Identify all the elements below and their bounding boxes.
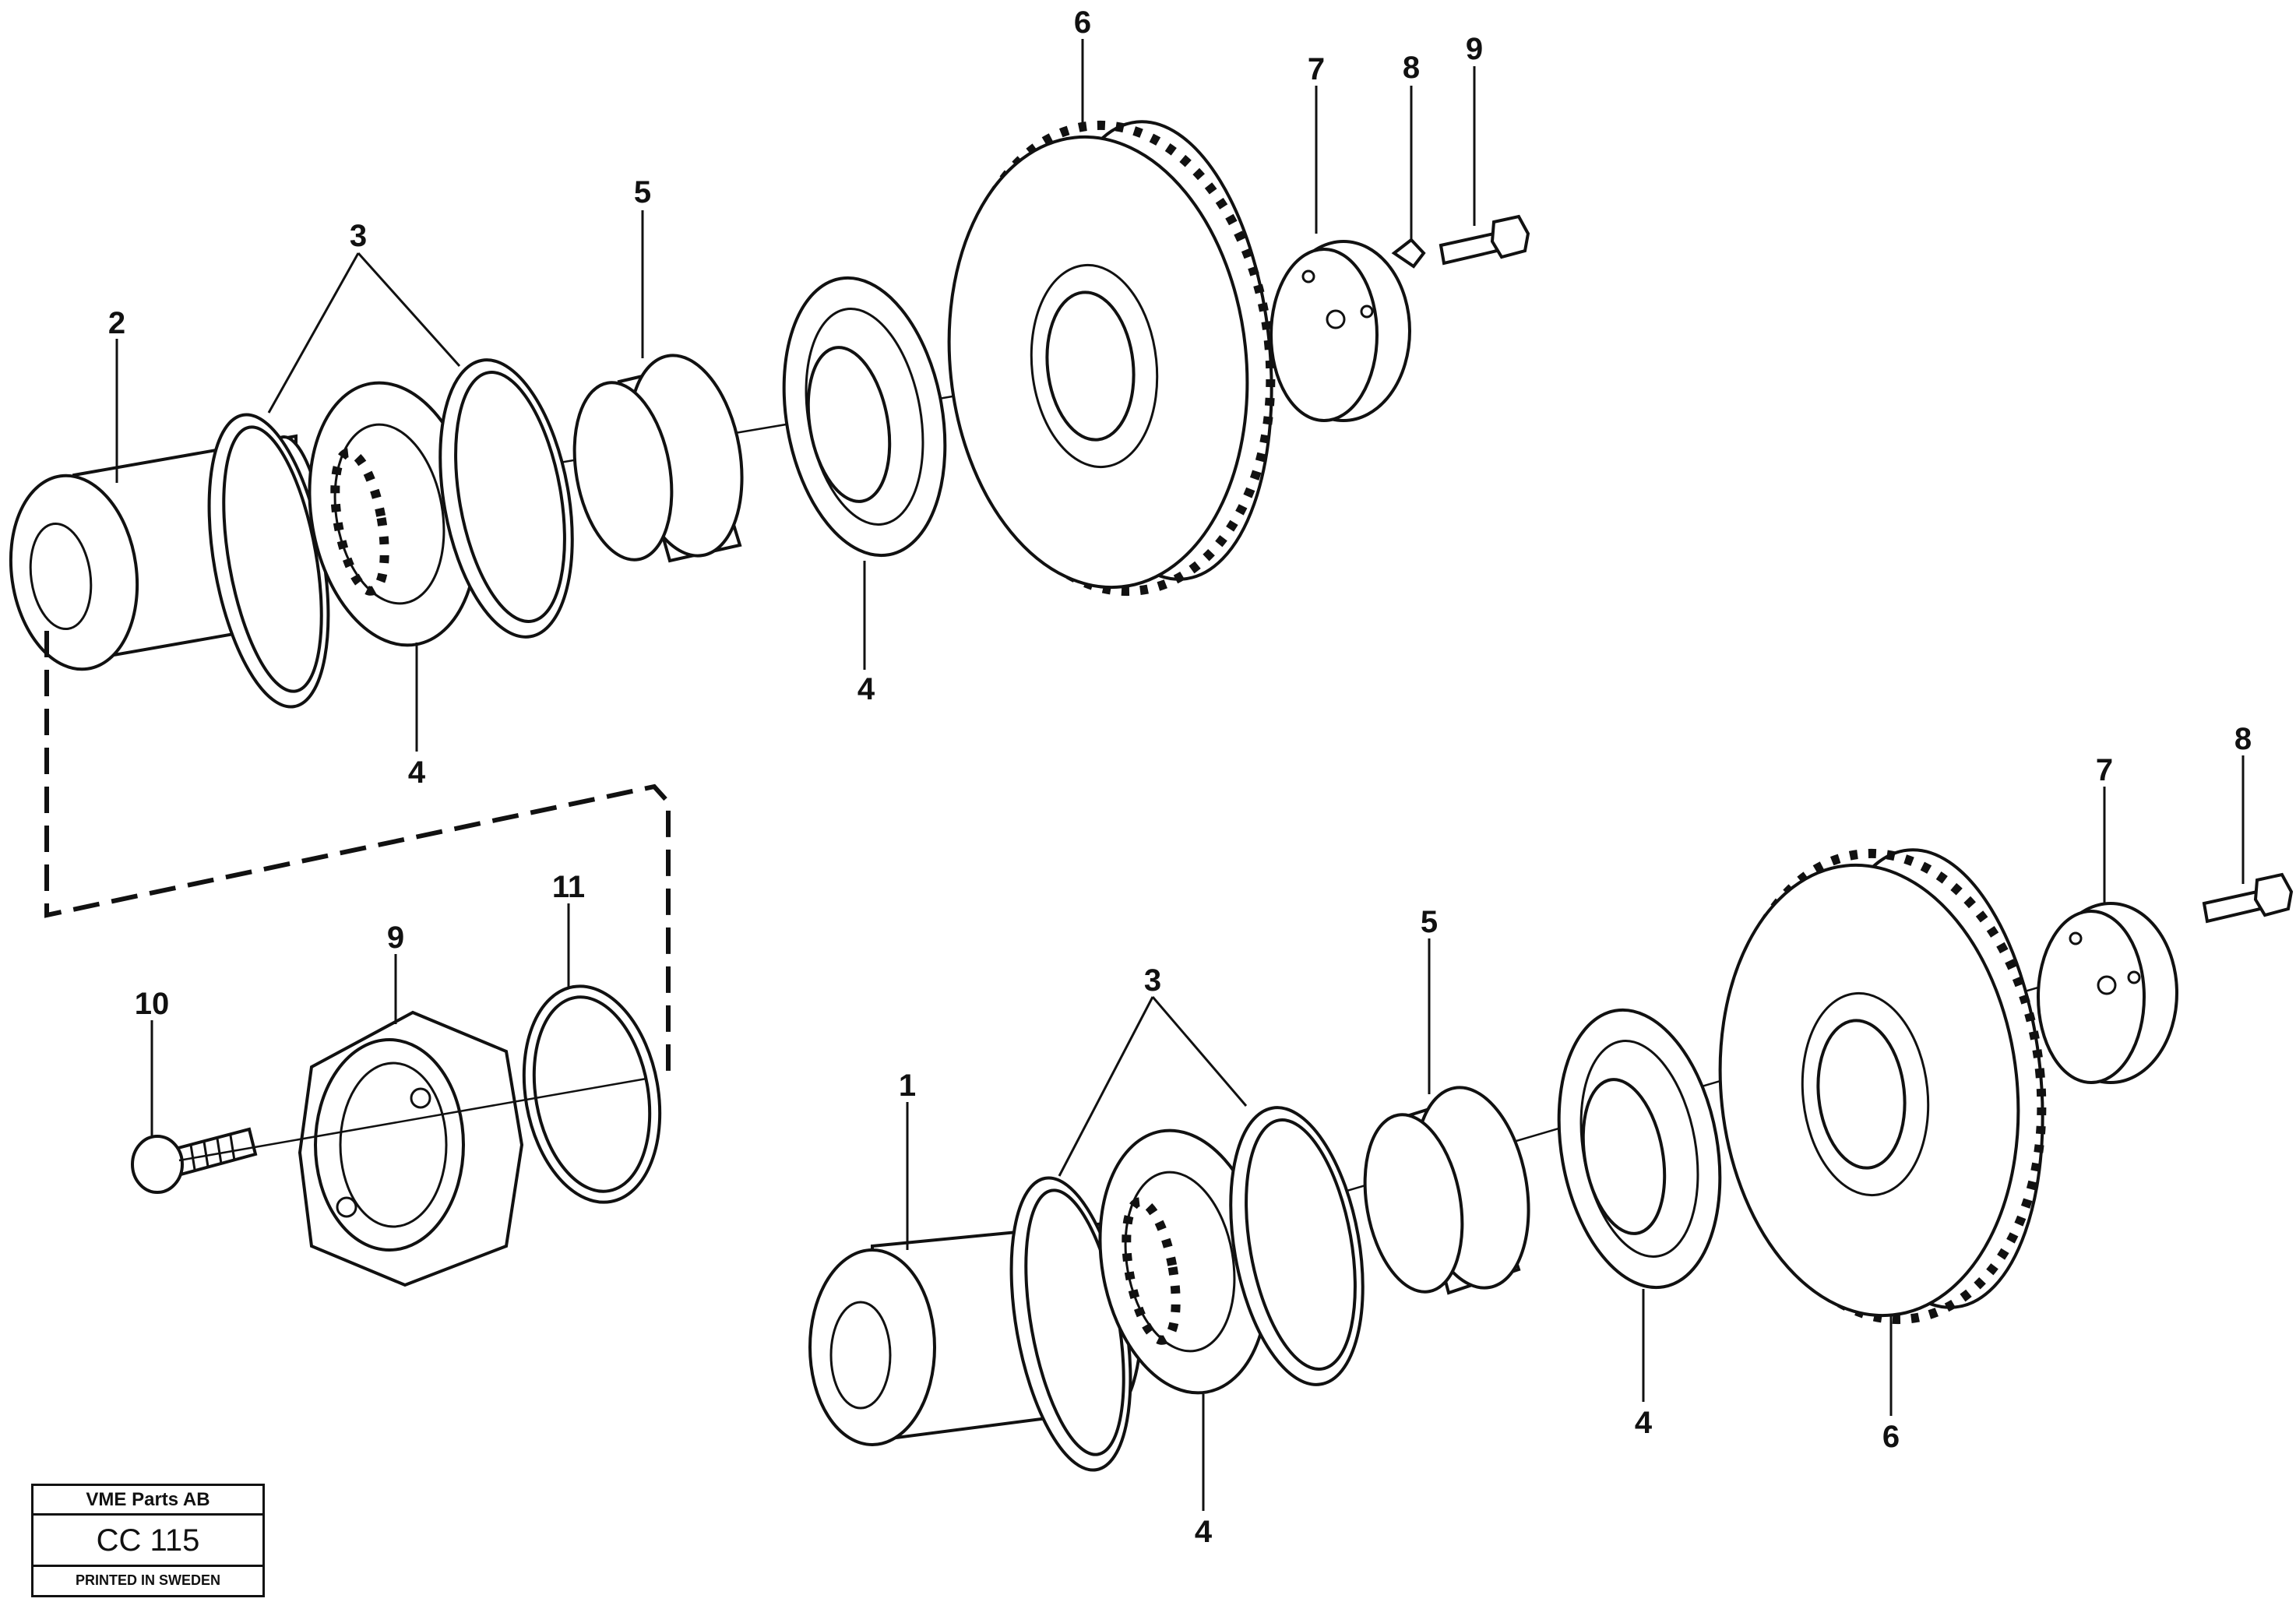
callout-upper-snap-rings: 3	[350, 219, 367, 253]
callout-upper-washer: 7	[1308, 52, 1325, 86]
callout-lower-bearing-right: 4	[1635, 1406, 1653, 1440]
callout-lower-bearing-left: 4	[1195, 1515, 1213, 1549]
callout-lower-shaft: 1	[899, 1069, 916, 1103]
title-block: VME Parts AB CC 115 PRINTED IN SWEDEN	[31, 1484, 265, 1597]
callout-lower-screw: 8	[2234, 722, 2252, 756]
lower-sleeve	[1363, 1086, 1530, 1295]
callout-upper-lock: 8	[1403, 51, 1420, 85]
callout-upper-bearing-left: 4	[408, 755, 426, 790]
callout-socket-screw: 10	[135, 987, 170, 1021]
lower-snap-ring-right	[1229, 1106, 1365, 1386]
callout-nut: 9	[387, 921, 404, 955]
upper-washer	[1269, 240, 1411, 422]
company-name: VME Parts AB	[33, 1486, 262, 1516]
upper-screw	[1439, 214, 1530, 266]
upper-gear	[947, 120, 1276, 597]
upper-bearing-left	[308, 381, 479, 647]
drawing-code: CC 115	[33, 1516, 262, 1567]
lower-screw	[2202, 872, 2294, 924]
printed-notice: PRINTED IN SWEDEN	[75, 1572, 220, 1588]
leader-lines	[115, 39, 2245, 1511]
upper-lock	[1391, 238, 1426, 269]
nut-group-axis	[178, 1077, 647, 1162]
callout-upper-shaft: 2	[108, 306, 125, 340]
upper-sleeve	[572, 354, 744, 563]
callout-upper-bearing-right: 4	[857, 672, 875, 706]
callout-lower-snap-rings: 3	[1144, 963, 1161, 998]
socket-screw	[131, 1127, 258, 1194]
upper-snap-ring-left	[207, 413, 330, 709]
callout-o-ring: 11	[552, 870, 585, 904]
lower-bearing-right	[1557, 1008, 1722, 1290]
callout-lower-sleeve: 5	[1421, 905, 1438, 939]
nut	[298, 1010, 524, 1287]
callout-upper-gear: 6	[1074, 5, 1091, 40]
callout-lower-washer: 7	[2096, 753, 2113, 787]
callout-upper-screw: 9	[1466, 32, 1483, 66]
upper-snap-ring-right	[438, 358, 574, 639]
lower-gear	[1718, 848, 2047, 1325]
o-ring	[522, 984, 662, 1204]
callout-upper-sleeve: 5	[634, 175, 651, 209]
lower-washer	[2037, 902, 2178, 1084]
callout-lower-gear: 6	[1882, 1420, 1900, 1454]
assembly-link-line	[44, 631, 671, 1075]
upper-bearing-right	[782, 276, 947, 558]
